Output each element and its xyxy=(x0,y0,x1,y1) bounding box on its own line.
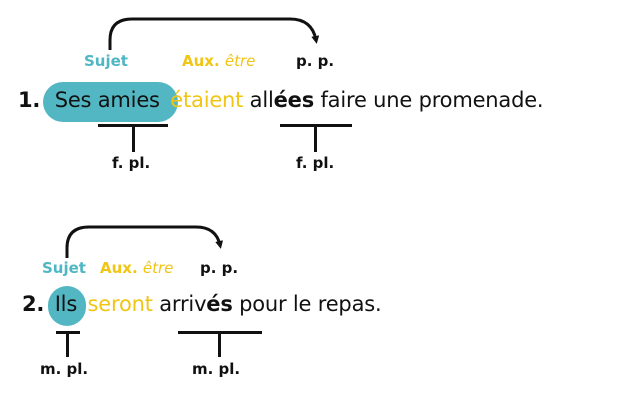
arrow-subject-to-participle-2 xyxy=(65,225,224,258)
label-aux-prefix: Aux. xyxy=(182,52,220,70)
sentence-rest: faire une promenade. xyxy=(314,88,544,112)
label-aux-prefix: Aux. xyxy=(100,259,138,277)
label-past-participle: p. p. xyxy=(296,52,335,70)
auxiliary-text: étaient xyxy=(170,88,244,112)
agreement-stem-subject xyxy=(66,331,69,357)
participle-ending: és xyxy=(206,292,233,316)
sentence-2: 2. Ils seront arrivés pour le repas. xyxy=(22,292,382,316)
agreement-label-participle: m. pl. xyxy=(192,360,241,378)
subject-text: Ils xyxy=(54,292,78,316)
agreement-label-subject: m. pl. xyxy=(40,360,89,378)
arrow-subject-to-participle-1 xyxy=(108,17,320,50)
participle-stem: arriv xyxy=(159,292,207,316)
participle-stem: all xyxy=(249,88,274,112)
agreement-stem-participle xyxy=(218,331,221,357)
sentence-1: 1. Ses amies étaient allées faire une pr… xyxy=(18,88,544,112)
agreement-label-subject: f. pl. xyxy=(112,154,151,172)
label-auxiliary: Aux. être xyxy=(182,52,255,70)
participle-ending: ées xyxy=(273,88,315,112)
example-number: 2. xyxy=(22,292,45,316)
agreement-stem-participle xyxy=(314,124,317,152)
example-number: 1. xyxy=(18,88,41,112)
subject-highlight xyxy=(43,82,178,122)
auxiliary-text: seront xyxy=(87,292,153,316)
label-aux-italic: être xyxy=(142,259,174,277)
label-aux-italic: être xyxy=(224,52,256,70)
agreement-label-participle: f. pl. xyxy=(296,154,335,172)
subject-text: Ses amies xyxy=(54,88,160,112)
label-subject: Sujet xyxy=(42,259,86,277)
sentence-rest: pour le repas. xyxy=(232,292,382,316)
label-past-participle: p. p. xyxy=(200,259,239,277)
label-subject: Sujet xyxy=(84,52,128,70)
label-auxiliary: Aux. être xyxy=(100,259,173,277)
agreement-stem-subject xyxy=(132,124,135,152)
subject-highlight xyxy=(48,286,86,326)
